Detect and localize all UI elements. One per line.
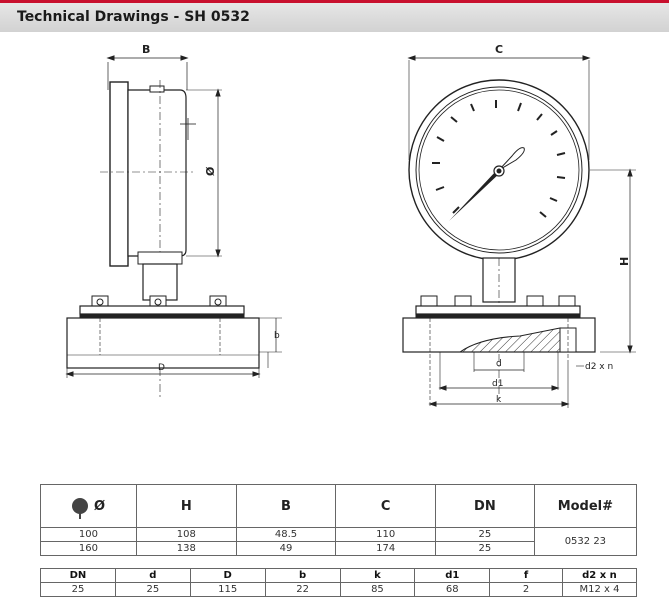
header-f: f: [489, 568, 563, 583]
scale-ticks: [432, 100, 566, 218]
header-h: H: [135, 484, 237, 528]
cell-h: 138: [135, 541, 237, 556]
spec-table-header: Ø H B C DN Model#: [40, 484, 638, 528]
header-D: D: [189, 568, 266, 583]
cell-dn: 25: [435, 527, 535, 542]
flange-table: DN d D b k d1 f d2 x n 25 25 115 22 85 6…: [40, 568, 638, 597]
table-row: 160 138 49 174 25: [40, 541, 637, 556]
table-row: 100 108 48.5 110 25 0532 23: [40, 527, 638, 556]
header-dn: DN: [435, 484, 535, 528]
cell-diameter: 160: [40, 541, 137, 556]
header-d: d: [114, 568, 191, 583]
cell-dn: 25: [435, 541, 535, 556]
side-view: B Ø b: [65, 43, 282, 400]
header-diameter: Ø: [40, 484, 137, 528]
table-row: 25 25 115 22 85 68 2 M12 x 4: [40, 582, 638, 597]
cell-dn: 25: [40, 582, 116, 597]
dim-d-inner-label: d: [496, 359, 502, 369]
pressure-gauge-icon: [71, 498, 88, 519]
front-view: C H: [402, 43, 636, 408]
dim-b-small-label: b: [274, 331, 280, 341]
dim-d-label: D: [158, 363, 165, 373]
header-model: Model#: [533, 484, 638, 528]
header-b: b: [264, 568, 341, 583]
cell-f: 2: [489, 582, 563, 597]
dim-c-label: C: [495, 43, 503, 56]
cell-b: 22: [264, 582, 341, 597]
cell-k: 85: [339, 582, 416, 597]
header-c: C: [335, 484, 437, 528]
cell-b: 49: [235, 541, 337, 556]
technical-drawing: B Ø b: [65, 43, 636, 408]
cell-d: 25: [114, 582, 191, 597]
header-d2n: d2 x n: [561, 568, 638, 583]
flange-table-header: DN d D b k d1 f d2 x n: [40, 568, 638, 583]
cell-D: 115: [189, 582, 266, 597]
dim-k-label: k: [496, 395, 502, 405]
cell-c: 174: [335, 541, 437, 556]
cell-c: 110: [335, 527, 437, 542]
page-header: Technical Drawings - SH 0532: [0, 0, 669, 32]
header-b: B: [235, 484, 337, 528]
dim-h-label: H: [618, 257, 631, 266]
cell-diameter: 100: [40, 527, 137, 542]
dim-b-label: B: [142, 43, 150, 56]
header-d1: d1: [414, 568, 491, 583]
cell-d2n: M12 x 4: [561, 582, 638, 597]
dim-d2n-label: d2 x n: [585, 362, 613, 372]
header-dn: DN: [40, 568, 116, 583]
dim-diameter-label: Ø: [204, 166, 217, 176]
page-title: Technical Drawings - SH 0532: [17, 9, 250, 25]
cell-d1: 68: [414, 582, 491, 597]
cell-model: 0532 23: [533, 527, 638, 556]
spec-table: Ø H B C DN Model# 100 108 48.5 110 25 05…: [40, 484, 638, 556]
cell-b: 48.5: [235, 527, 337, 542]
dim-d1-label: d1: [492, 379, 503, 389]
header-k: k: [339, 568, 416, 583]
cell-h: 108: [135, 527, 237, 542]
